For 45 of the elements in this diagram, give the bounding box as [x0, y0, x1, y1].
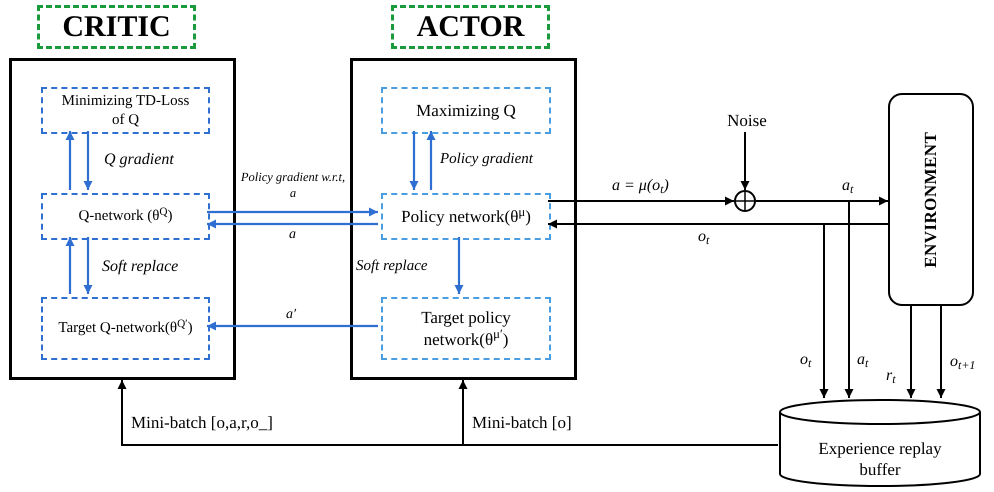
node-label: Q-network (θ$^{Q}$) — [78, 207, 173, 226]
arrow — [207, 208, 378, 216]
process-box — [41, 297, 210, 360]
title-box — [37, 5, 196, 49]
node-label: ENVIRONMENT — [920, 132, 942, 268]
arrow — [84, 237, 92, 294]
process-box — [41, 87, 210, 134]
arrow — [820, 223, 888, 398]
edge-label: Policy gradient — [440, 150, 533, 169]
edge-label: Soft replace — [356, 257, 428, 276]
sum-junction — [734, 190, 756, 212]
arrow — [548, 196, 734, 206]
arrow — [454, 237, 464, 294]
edge-label: Soft replace — [102, 257, 178, 277]
node-label: Maximizing Q — [416, 100, 516, 122]
panel-title: CRITIC — [62, 12, 171, 42]
arrow — [66, 131, 74, 190]
arrow — [207, 322, 378, 330]
process-box — [381, 193, 551, 240]
panel-frame — [9, 58, 236, 380]
node-label: Target Q-network(θ$^{Q′}$) — [58, 319, 193, 338]
arrow — [906, 306, 916, 398]
node-label: Noise — [727, 112, 767, 128]
node-label: Minimizing TD-Loss of Q — [60, 92, 190, 130]
node-label: Experience replay buffer — [817, 438, 943, 480]
edge-label: Q gradient — [104, 150, 174, 170]
edge-label: a = μ(o$_{t}$) — [612, 176, 669, 196]
environment-box — [888, 93, 974, 306]
arrow — [410, 131, 418, 190]
title-box — [391, 5, 550, 49]
arrow — [740, 132, 750, 190]
arrow — [84, 131, 92, 190]
arrow — [207, 220, 378, 228]
node-label: Policy network(θ$^{μ}$) — [401, 206, 531, 228]
arrow — [756, 200, 854, 398]
process-box — [381, 87, 551, 134]
process-box — [41, 193, 210, 240]
panel-frame — [350, 58, 577, 380]
arrow — [936, 306, 946, 398]
process-box — [381, 297, 551, 360]
arrow — [458, 380, 778, 446]
panel-title: ACTOR — [416, 12, 524, 42]
arrow — [426, 131, 436, 190]
arrow — [66, 237, 74, 294]
node-label: Target policy network(θ$^{μ′}$) — [420, 307, 512, 350]
